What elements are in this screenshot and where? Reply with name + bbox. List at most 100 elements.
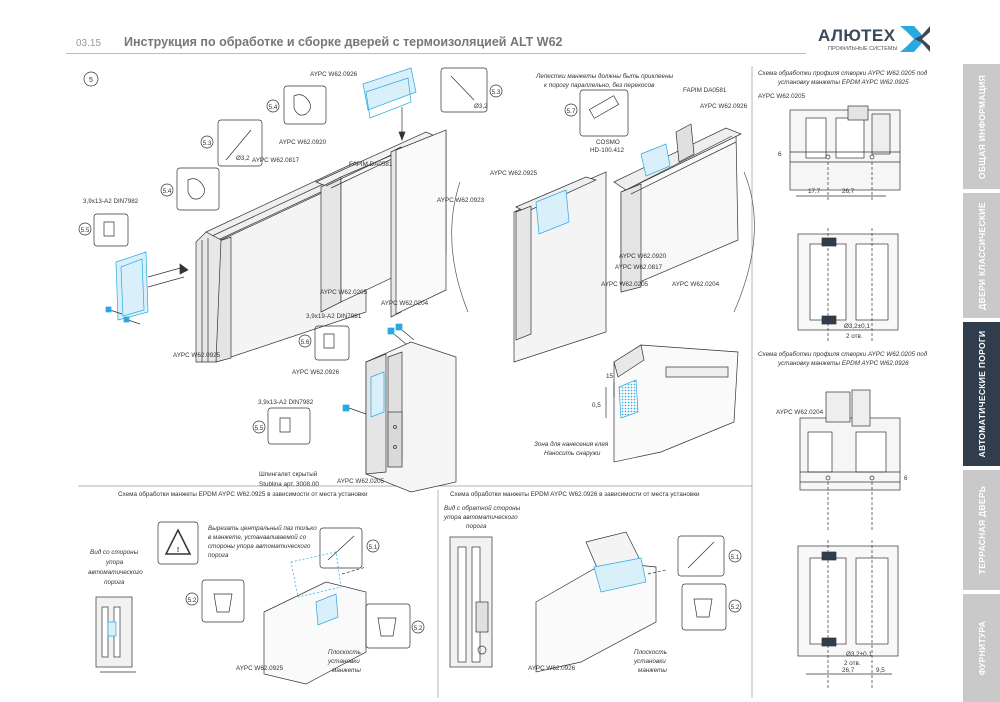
section-view-stop [95,596,136,673]
page-header: 03.15 Инструкция по обработке и сборке д… [0,0,1000,62]
note-glue-zone: Зона для нанесения клея [534,440,609,448]
svg-text:5.5: 5.5 [81,227,90,234]
label-0205-mid: AYPC W62.0205 [601,281,649,288]
warn-3: стороны упора автоматического [208,543,311,550]
svg-text:5.1: 5.1 [369,544,378,551]
document-title: Инструкция по обработке и сборке дверей … [124,35,563,49]
callout-5-4-left: 5.4 [160,167,220,211]
callout-5-5-left: 5.5 [78,213,129,247]
screw-icon [387,327,407,345]
svg-text:5.4: 5.4 [163,188,172,195]
profile-section-0926 [799,389,901,532]
screw-icon [123,316,141,325]
view-rev-1: Вид с обратной стороны [444,504,521,512]
tab-hardware[interactable]: ФУРНИТУРА [963,594,1000,702]
svg-text:5.4: 5.4 [269,104,278,111]
svg-text:5: 5 [89,77,93,84]
scheme-0925-title: Схема обработки манжеты EPDM AYPC W62.09… [118,490,368,498]
warn-4: порога [208,552,229,559]
label-0204: AYPC W62.0204 [381,300,429,307]
label-0926-lower: AYPC W62.0926 [292,369,340,376]
step-marker: 5 [83,71,99,87]
callout-5-4-top: 5.4 [266,85,327,125]
right-dim-6b: 6 [904,475,908,482]
right-title-1b: установку манжеты EPDM AYPC W62.0925 [777,79,909,86]
plane-3b: манжеты [638,667,667,674]
scheme-0926-title: Схема обработки манжеты EPDM AYPC W62.09… [450,490,700,498]
screw-icon [342,404,367,415]
label-0205: AYPC W62.0205 [320,289,368,296]
plane-2: установки [327,658,360,665]
right-holes-2: 2 отв. [844,660,861,667]
page-number: 03.15 [76,38,102,49]
right-title-1a: Схема обработки профиля створки AYPC W62… [758,69,928,77]
right-dim-177: 17,7 [808,188,821,195]
label-0920-mid: AYPC W62.0920 [619,253,667,260]
label-screw-13: 3,9x13-A2 DIN7982 [83,198,139,205]
label-0926-bottom: AYPC W62.0926 [528,665,576,672]
callout-5-6: 5.6 [298,325,350,361]
screw-icon [395,323,415,341]
screw-icon [105,306,123,315]
plane-3: манжеты [332,667,361,674]
plane-1: Плоскость [328,649,361,656]
threshold-glue-zone [605,344,739,463]
svg-text:Ø3,2: Ø3,2 [236,155,250,162]
dim-15: 15 [606,373,614,380]
door-sash-assembly-left [105,67,447,363]
assembly-drawing: 5 [78,66,928,698]
label-0204-mid: AYPC W62.0204 [672,281,720,288]
header-rule [66,53,806,54]
tab-terrace-door[interactable]: ТЕРРАСНАЯ ДВЕРЬ [963,470,1000,590]
logo-name: АЛЮТЕХ [818,26,896,45]
svg-text:5.7: 5.7 [567,108,576,115]
label-0923: AYPC W62.0923 [437,197,485,204]
callout-5-7: 5.7 [564,89,629,137]
svg-text:Ø3,2: Ø3,2 [474,103,488,110]
callout-5-3-top: 5.3 Ø3,2 [440,67,503,113]
note-petals-2: к порогу параллельно, без перекосов [544,81,655,89]
label-0817-mid: AYPC W62.0817 [615,264,663,271]
tab-automatic-thresholds[interactable]: АВТОМАТИЧЕСКИЕ ПОРОГИ [963,322,1000,466]
tab-general-info[interactable]: ОБЩАЯ ИНФОРМАЦИЯ [963,64,1000,189]
callout-5-1-right: 5.1 [677,535,742,577]
callout-5-1-left: 5.1 [319,527,380,569]
right-dim-95: 9,5 [876,667,885,674]
label-espagnolette-1: Шпингалет скрытый [259,470,318,478]
label-0925-bottom: AYPC W62.0925 [236,665,284,672]
warning-box: ! [157,521,199,565]
label-0205-lower: AYPC W62.0205 [337,478,385,485]
callout-5-5-lower: 5.5 [252,407,311,445]
label-screw-13-lower: 3,9x13-A2 DIN7982 [258,399,314,406]
right-title-2b: установку манжеты EPDM AYPC W62.0926 [777,360,909,367]
section-view-reverse [449,536,493,668]
svg-text:!: ! [177,547,179,554]
right-dim-267b: 26,7 [842,667,855,674]
view-stop-2: упора [105,559,124,566]
label-0817: AYPC W62.0817 [252,157,300,164]
view-stop-4: порога [104,579,125,586]
espagnolette-assembly [342,323,457,493]
view-rev-3: порога [466,523,487,530]
tab-classic-doors[interactable]: ДВЕРИ КЛАССИЧЕСКИЕ [963,193,1000,318]
dim-05: 0,5 [592,402,601,409]
label-espagnolette-2: Stublina арт. 3008.00 [259,481,319,488]
profile-section-0925 [789,105,901,202]
right-title-2a: Схема обработки профиля створки AYPC W62… [758,350,928,358]
label-fapim: FAPIM DA0581 [349,161,393,168]
right-dim-6: 6 [778,151,782,158]
cuff-0926-assembly [535,531,667,673]
label-screw-19: 3,9x19-A2 DIN7981 [306,313,362,320]
plane-1b: Плоскость [634,649,667,656]
svg-text:5.2: 5.2 [414,625,423,632]
note-glue-outside: Наносить снаружи [544,450,601,457]
label-fapim-mid: FAPIM DA0581 [683,87,727,94]
callout-5-2-right: 5.2 [365,603,425,649]
right-hole-1: Ø3,2±0,1 [844,323,870,330]
label-0926-mid: AYPC W62.0926 [700,103,748,110]
callout-5-2-left: 5.2 [185,579,245,623]
profile-front-view-0926 [797,540,899,688]
logo-subtitle: ПРОФИЛЬНЫЕ СИСТЕМЫ [828,46,898,52]
svg-text:5.5: 5.5 [255,425,264,432]
right-label-0204: AYPC W62.0204 [776,409,824,416]
